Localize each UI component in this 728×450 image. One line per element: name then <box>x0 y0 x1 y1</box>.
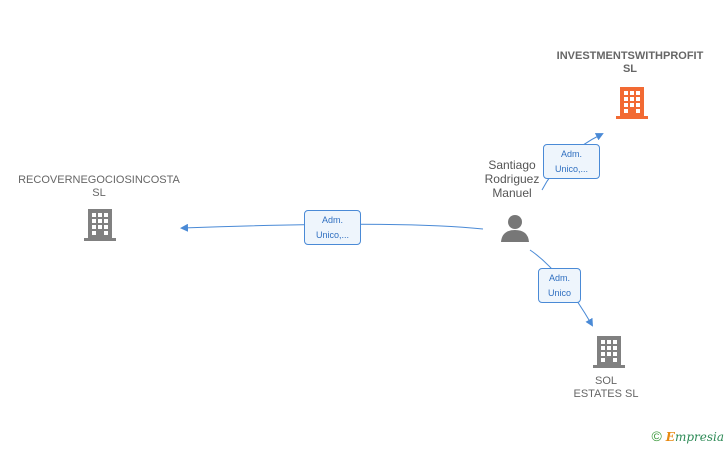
company-sol-name: SOL <box>594 375 617 387</box>
copyright-icon: © <box>651 428 662 444</box>
company-recover-suffix: SL <box>92 187 106 199</box>
person-label[interactable]: Santiago Rodriguez Manuel <box>470 158 554 200</box>
building-icon-investments[interactable] <box>616 85 648 120</box>
company-investments-name: INVESTMENTSWITHPROFIT <box>556 50 704 62</box>
edge-line-to-recover <box>180 223 484 232</box>
empresia-logo[interactable]: Empresia <box>665 430 724 444</box>
building-icon-sol[interactable] <box>593 334 625 369</box>
company-investments-suffix: SL <box>622 63 638 75</box>
person-surname-1: Rodriguez <box>484 172 540 186</box>
person-surname-2: Manuel <box>492 186 532 200</box>
company-investments-label[interactable]: INVESTMENTSWITHPROFIT SL <box>530 50 728 76</box>
edge-role-detail-investments: Unico,... <box>554 164 588 174</box>
company-recover-name: RECOVERNEGOCIOSINCOSTA <box>18 174 180 186</box>
edge-role-investments: Adm. <box>560 149 582 159</box>
edge-label-to-recover[interactable]: Adm. Unico,... <box>304 210 361 245</box>
edge-label-to-investments[interactable]: Adm. Unico,... <box>543 144 600 179</box>
edge-role-sol: Adm. <box>548 273 570 283</box>
company-recover-label[interactable]: RECOVERNEGOCIOSINCOSTA SL <box>0 174 198 200</box>
company-sol-label[interactable]: SOL ESTATES SL <box>556 375 656 401</box>
company-sol-suffix: ESTATES SL <box>573 388 639 400</box>
edge-label-to-sol[interactable]: Adm. Unico <box>538 268 581 303</box>
building-icon-recover[interactable] <box>84 207 116 242</box>
person-first-name: Santiago <box>488 158 536 172</box>
edge-role-detail-recover: Unico,... <box>315 230 349 240</box>
edge-role-detail-sol: Unico <box>547 288 571 298</box>
person-icon[interactable] <box>500 213 530 243</box>
edge-role-recover: Adm. <box>321 215 343 225</box>
footer-brand: ©Empresia <box>651 428 724 444</box>
